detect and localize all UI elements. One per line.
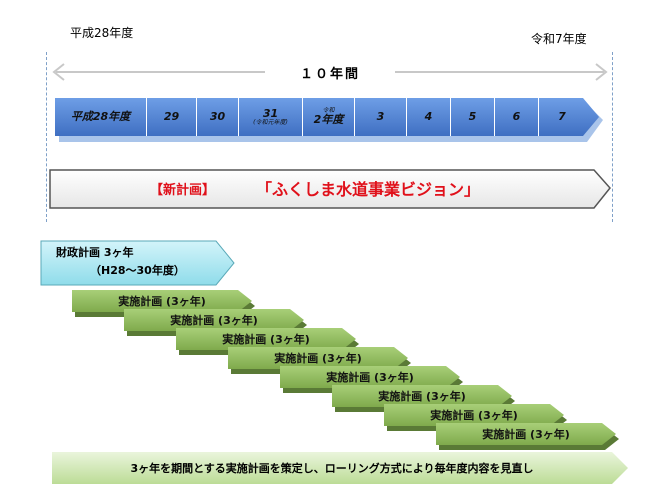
implementation-plan-bar: 実施計画 (3ヶ年) xyxy=(176,328,356,350)
year-label: 6 xyxy=(512,109,521,123)
year-cell: 6 xyxy=(495,98,539,136)
year-cell: 31(令和元年度) xyxy=(239,98,303,136)
year-timeline-shape xyxy=(55,98,603,142)
year-cell: 5 xyxy=(451,98,495,136)
implementation-plan-bar: 実施計画 (3ヶ年) xyxy=(332,385,512,407)
year-cell: 30 xyxy=(197,98,239,136)
right-boundary-line xyxy=(612,52,613,222)
timeline-start-label: 平成28年度 xyxy=(70,26,134,40)
year-cell: 3 xyxy=(355,98,407,136)
finance-plan-line2: （H28～30年度） xyxy=(90,264,185,277)
footer-banner-shape xyxy=(52,452,628,484)
implementation-plan-bar: 実施計画 (3ヶ年) xyxy=(436,423,616,445)
year-note: 令和 xyxy=(322,106,335,114)
implementation-plan-bar: 実施計画 (3ヶ年) xyxy=(228,347,408,369)
year-label: 7 xyxy=(558,109,566,123)
left-boundary-line xyxy=(46,52,47,222)
timeline-end-label: 令和7年度 xyxy=(531,32,587,46)
implementation-plan-bar: 実施計画 (3ヶ年) xyxy=(124,309,304,331)
implementation-plan-bar: 実施計画 (3ヶ年) xyxy=(384,404,564,426)
footer-text: 3ヶ年を期間とする実施計画を策定し、ローリング方式により毎年度内容を見直し xyxy=(130,462,534,475)
finance-plan-shape xyxy=(40,240,235,286)
year-cell: 7 xyxy=(539,98,585,136)
implementation-plan-bar: 実施計画 (3ヶ年) xyxy=(72,290,252,312)
year-label: 5 xyxy=(468,109,477,123)
vision-tag: 【新計画】 xyxy=(150,183,216,198)
span-arrow: １０年間 xyxy=(50,60,610,84)
year-label: 29 xyxy=(163,109,180,123)
year-label: 3 xyxy=(376,109,385,123)
year-label: 2年度 xyxy=(313,113,344,127)
span-label: １０年間 xyxy=(299,67,360,82)
finance-plan-line1: 財政計画 3ヶ年 xyxy=(56,246,134,259)
vision-bar: 【新計画】 「ふくしま水道事業ビジョン」 xyxy=(48,168,614,212)
year-note: (令和元年度) xyxy=(253,118,288,126)
year-label: 31 xyxy=(262,106,279,120)
year-label: 平成28年度 xyxy=(70,109,131,123)
year-label: 4 xyxy=(424,109,433,123)
vision-bar-shape xyxy=(49,169,611,209)
year-label: 30 xyxy=(209,109,226,123)
span-arrow-graphic xyxy=(52,63,608,81)
year-cell: 29 xyxy=(147,98,197,136)
year-cell: 4 xyxy=(407,98,451,136)
implementation-plan-bar: 実施計画 (3ヶ年) xyxy=(280,366,460,388)
year-cell: 平成28年度 xyxy=(55,98,147,136)
footer-banner: 3ヶ年を期間とする実施計画を策定し、ローリング方式により毎年度内容を見直し xyxy=(52,452,630,484)
vision-title: 「ふくしま水道事業ビジョン」 xyxy=(256,180,481,199)
finance-plan-box: 財政計画 3ヶ年 （H28～30年度） xyxy=(40,240,236,286)
